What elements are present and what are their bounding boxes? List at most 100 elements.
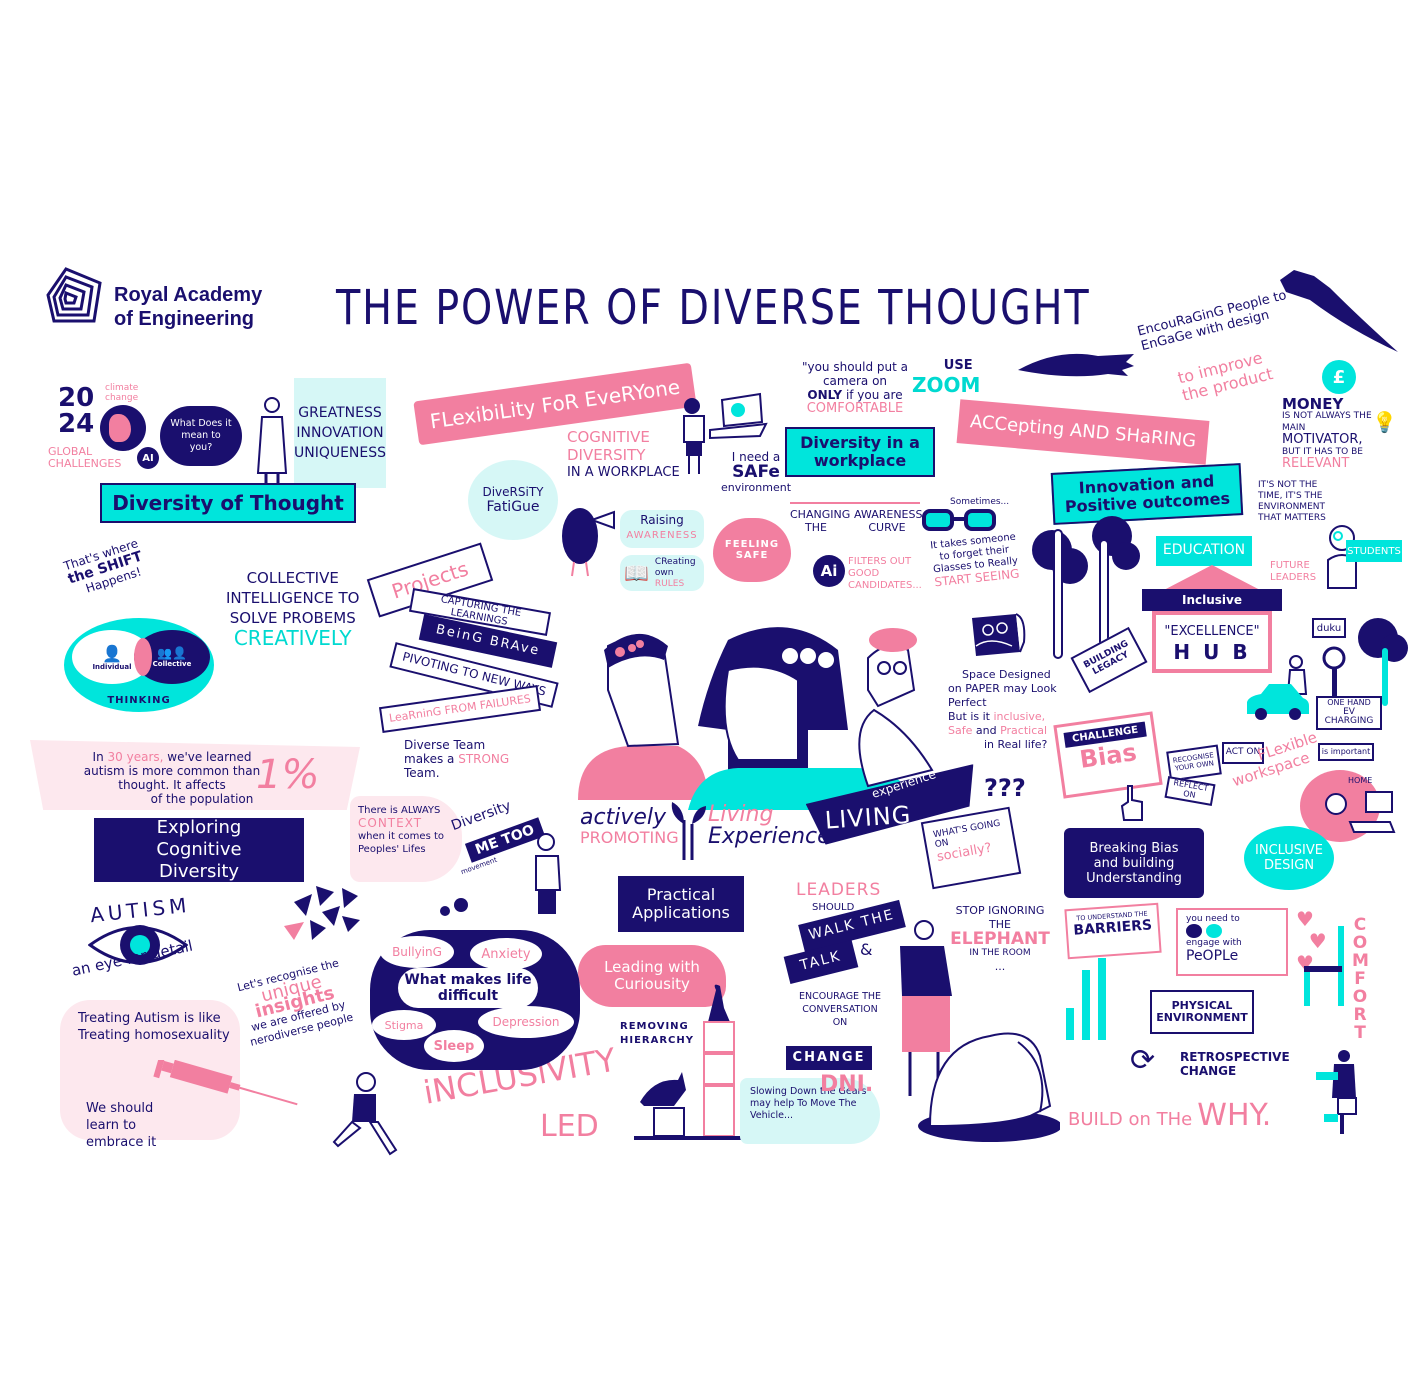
socially-sign: WHAT'S GOING ON socially? (920, 806, 1022, 890)
comfort-label: COMFORT (1352, 915, 1369, 1043)
slowing-gears-bubble: Slowing Down the Gears may help To Move … (740, 1078, 880, 1144)
megaphone-person-illustration (558, 498, 618, 578)
space-designed-quote: Space Designed on PAPER may Look Perfect… (948, 668, 1057, 751)
triangles-pattern-icon (282, 882, 362, 942)
percent-stat: 1% (256, 752, 320, 798)
inclusivity-led-label: iNCLUSiVITY LED (420, 1040, 619, 1144)
living-experience-label: Living Experience (708, 802, 831, 849)
home-working-illustration: HOME (1300, 770, 1410, 842)
build-on-why-label: BUILD on THe WHY. (1068, 1098, 1272, 1133)
ampersand-label: & (860, 940, 873, 959)
encouraging-text: EncouRaGinG People to EnGaGe with design (1136, 287, 1289, 355)
duku-sign: duku (1312, 618, 1346, 638)
global-challenges-label: GLOBAL CHALLENGES (48, 445, 122, 470)
year-2024: 20 24 (58, 383, 95, 439)
creating-rules-bubble: 📖 CReating own RULES (620, 555, 704, 591)
embrace-quote: We should learn to embrace it (86, 1101, 157, 1150)
context-quote: There is ALWAYS CONTEXT when it comes to… (358, 805, 445, 855)
car-icon (1245, 680, 1311, 722)
pound-icon: £ (1322, 360, 1356, 394)
org-name: Royal Academy of Engineering (114, 283, 262, 331)
time-environment-quote: IT'S NOT THE TIME, IT'S THE ENVIRONMENT … (1258, 480, 1326, 523)
camera-quote: "you should put a camera on ONLY if you … (801, 360, 909, 416)
question-cloud: What Does it mean to you? (160, 406, 242, 466)
raising-awareness-bubble: Raising AWARENESS (620, 510, 704, 548)
students-flag: STUDENTS (1346, 540, 1402, 562)
elephant-quote: STOP IGNORING THE ELEPHANT IN THE ROOM .… (950, 904, 1050, 973)
collective-intelligence-label: COLLECTIVE INTELLIGENCE TO SOLVE PROBEMS… (226, 569, 360, 650)
page-title: THE POWER OF DIVERSE THOUGHT (336, 280, 1091, 336)
question-marks-icon: ??? (984, 774, 1026, 802)
engage-people-sign: you need to engage with PeOPLe (1176, 908, 1288, 976)
money-motivator-quote: MONEY IS NOT ALWAYS THE MAIN MOTIVATOR, … (1282, 395, 1372, 471)
difficulty-center: What makes life difficult (398, 968, 538, 1008)
dni-label: DNI. (820, 1072, 874, 1097)
chair-icon (1302, 926, 1346, 1010)
recycle-arrows-icon: ⟳ (1130, 1043, 1156, 1078)
autism-stat-text: In 30 years, we've learned autism is mor… (83, 750, 261, 806)
org-name-line2: of Engineering (114, 308, 254, 330)
sprout-icon (668, 800, 708, 860)
builder-person-illustration (1310, 1048, 1370, 1138)
safe-environment-label: I need a SAFe environment (720, 450, 792, 494)
pointing-hand-icon (1118, 782, 1148, 822)
actively-promoting-label: actively PROMOTING (580, 805, 679, 848)
org-logo (44, 265, 106, 327)
values-panel: GREATNESS INNOVATION UNIQUENESS (294, 378, 386, 488)
life-difficult-cloud: BullyinG Anxiety What makes life difficu… (370, 930, 580, 1070)
woman-thinking-illustration (252, 395, 292, 485)
change-banner: CHANGE (786, 1046, 872, 1070)
difficulty-sleep: Sleep (424, 1030, 484, 1062)
hub-building: Inclusive "EXCELLENCE" H U B (1142, 565, 1282, 675)
ai-circle-icon: Ai (813, 555, 845, 587)
difficulty-anxiety: Anxiety (470, 938, 542, 970)
difficulty-stigma: Stigma (372, 1010, 436, 1040)
projects-item-failures: LeaRninG FROM FAILURES (378, 684, 542, 734)
retrospective-change-label: RETROSPECTIVE CHANGE (1180, 1050, 1290, 1078)
trees-illustration (1030, 510, 1140, 660)
ai-badge: AI (137, 447, 159, 469)
syringe-icon (150, 1051, 310, 1110)
unique-insights-quote: Let's recognise the unique insights we a… (236, 956, 355, 1049)
cognitive-diversity-label: COGNITIVE DIVERSITY IN A WORKPLACE (567, 428, 680, 480)
hand-reaching-right-illustration (1280, 268, 1400, 356)
speech-bird-icon (1206, 924, 1222, 938)
person-icon: 👤 (102, 643, 122, 663)
is-important-sign: is important (1318, 743, 1374, 761)
hand-reaching-left-illustration (1018, 340, 1136, 382)
removing-hierarchy-label: REMOVING HIERARCHY (620, 1021, 695, 1046)
context-panel (350, 796, 462, 882)
barriers-sign: TO UNDERSTAND THE BARRIERS (1064, 902, 1162, 960)
leaders-label: LEADERS (796, 880, 882, 900)
book-icon: 📖 (624, 561, 649, 585)
bar-chart-illustration (1066, 958, 1116, 1040)
group-icon: 👥👤 (157, 646, 187, 660)
diversity-of-thought-banner: Diversity of Thought (100, 483, 356, 523)
map-paper-icon (968, 612, 1028, 660)
filters-candidates-label: FILTERS OUT GOOD CANDIDATES... (848, 556, 922, 591)
man-and-elephant-illustration (880, 916, 1062, 1146)
physical-environment-banner: PHYSICAL ENVIRONMENT (1150, 990, 1254, 1034)
act-on-sign: ACT ON (1222, 742, 1264, 764)
awareness-curve-label: CHANGING THE AWARENESS CURVE (790, 502, 922, 534)
eye-icon (87, 920, 189, 970)
treating-autism-quote: Treating Autism is like Treating homosex… (78, 1011, 230, 1043)
improve-product-text: to improve the product (1175, 348, 1275, 405)
encourage-conversation-label: ENCOURAGE THE CONVERSATION ON (798, 991, 882, 1028)
climate-change-label: climate change (105, 383, 139, 403)
metoo-illustration: Diversity ME TOO movement (449, 798, 570, 920)
recognise-sign: RECOGNISE YOUR OWN (1166, 744, 1222, 782)
hub-label: H U B (1173, 640, 1251, 664)
should-label: SHOULD (812, 902, 855, 913)
difficulty-bullying: BullyinG (380, 936, 454, 968)
accepting-sharing-banner: ACCepting AND SHaRING (956, 399, 1210, 465)
reflect-on-sign: REFLECT ON (1164, 775, 1216, 807)
feeling-safe-heart: FEELING SAFE (713, 518, 791, 582)
org-name-line1: Royal Academy (114, 284, 263, 306)
academy-logo-icon (46, 267, 102, 323)
breaking-bias-banner: Breaking Bias and building Understanding (1064, 828, 1204, 898)
hub-excellence: "EXCELLENCE" (1164, 624, 1260, 639)
shift-happens-label: That's where the SHIFT Happens! (62, 536, 145, 596)
diversity-in-workplace-banner: Diversity in a workplace (785, 427, 935, 477)
use-zoom-label: USE ZOOM (912, 358, 981, 397)
